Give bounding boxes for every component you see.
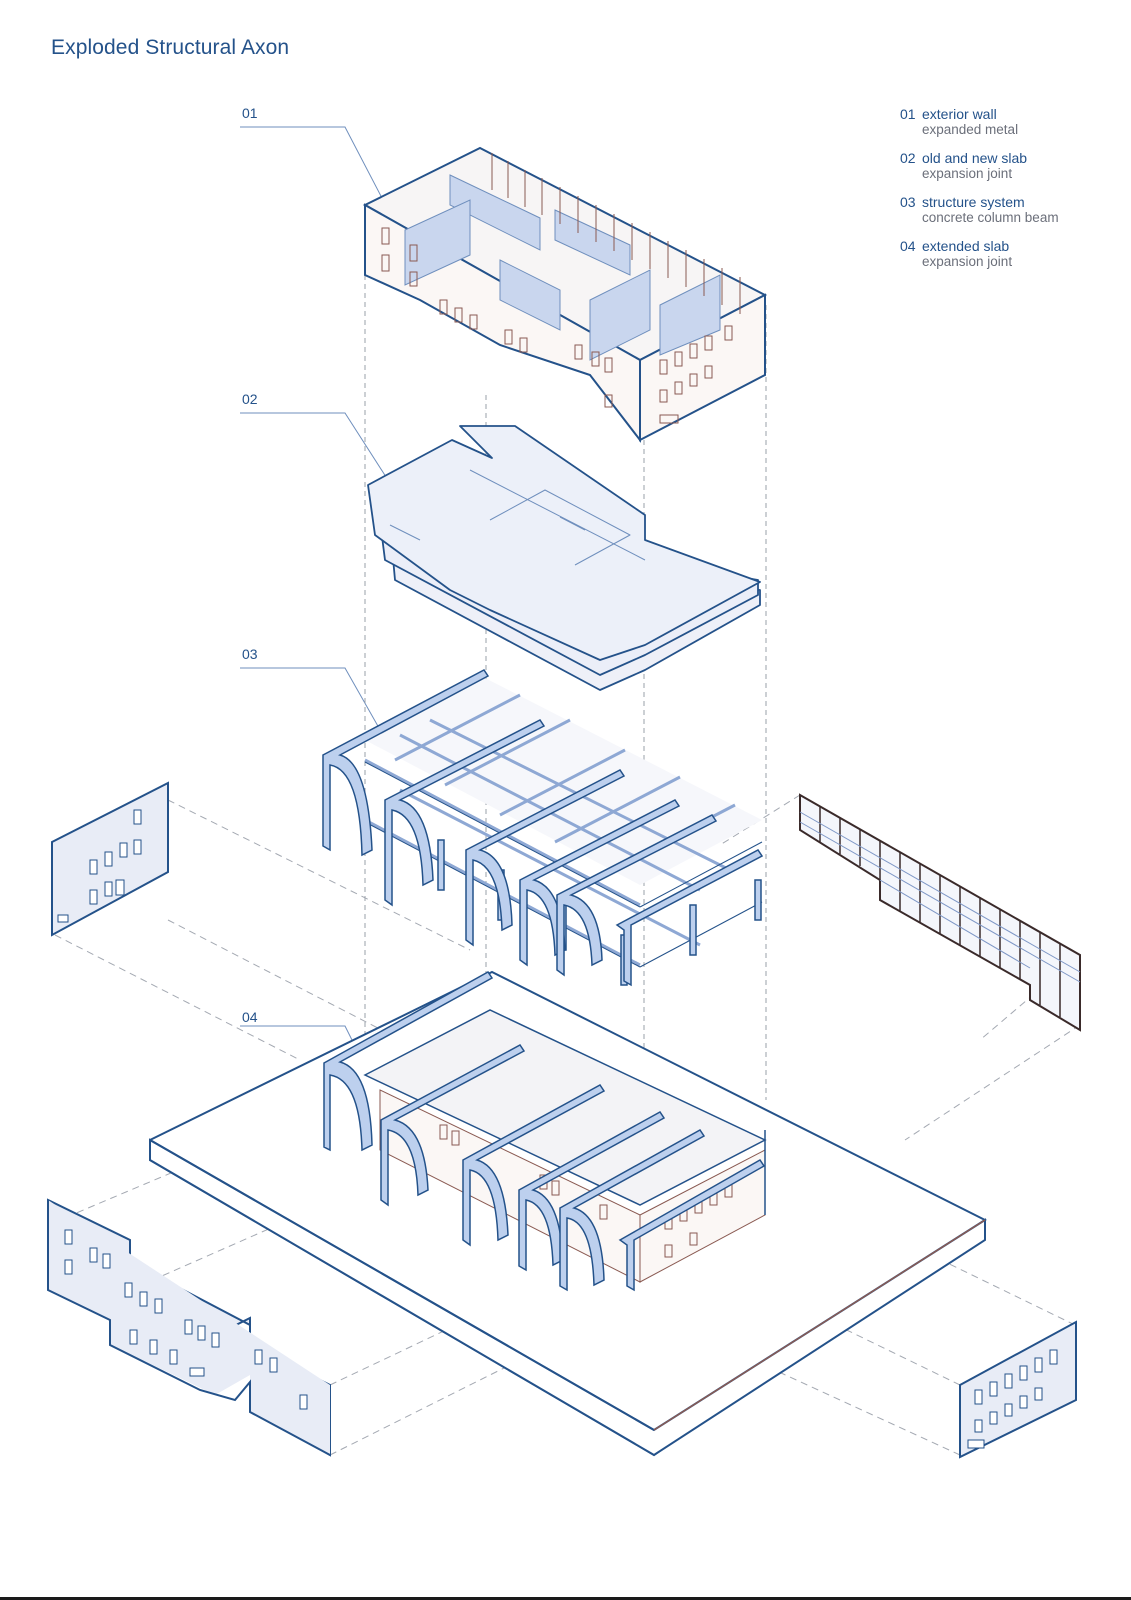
callout-02: 02 (242, 391, 258, 407)
base-structure-04 (323, 971, 767, 1292)
legend-title: exterior wall (922, 106, 997, 122)
leader-02 (240, 412, 389, 481)
elevation-right-lower (959, 1320, 1077, 1459)
legend-title: extended slab (922, 238, 1010, 254)
structure-frame-03 (322, 669, 764, 987)
callout-04: 04 (242, 1009, 258, 1025)
leader-01 (240, 126, 384, 201)
legend-number: 03 (900, 194, 916, 210)
legend-item-04: 04 extended slab expansion joint (900, 238, 1120, 270)
legend-item-02: 02 old and new slab expansion joint (900, 150, 1120, 182)
elevation-right-upper (799, 793, 1081, 1032)
callout-01: 01 (242, 105, 258, 121)
legend: 01 exterior wall expanded metal 02 old and… (900, 107, 1120, 283)
elevation-left-lower (47, 1198, 331, 1457)
page-title: Exploded Structural Axon (51, 36, 290, 59)
legend-number: 02 (900, 150, 916, 166)
legend-subtitle: expanded metal (922, 122, 1019, 137)
slab-plates-02 (367, 425, 761, 691)
legend-subtitle: expansion joint (922, 254, 1013, 269)
legend-number: 04 (900, 238, 916, 254)
legend-subtitle: expansion joint (922, 166, 1013, 181)
legend-subtitle: concrete column beam (922, 210, 1059, 225)
bottom-rule (0, 1597, 1131, 1600)
legend-title: old and new slab (922, 150, 1028, 166)
leader-03 (240, 667, 384, 736)
callout-03: 03 (242, 646, 258, 662)
legend-number: 01 (900, 106, 916, 122)
exterior-wall-block-01 (362, 146, 768, 443)
legend-item-01: 01 exterior wall expanded metal (900, 106, 1120, 138)
legend-item-03: 03 structure system concrete column beam (900, 194, 1120, 226)
elevation-left-upper (51, 781, 169, 937)
legend-title: structure system (922, 194, 1025, 210)
